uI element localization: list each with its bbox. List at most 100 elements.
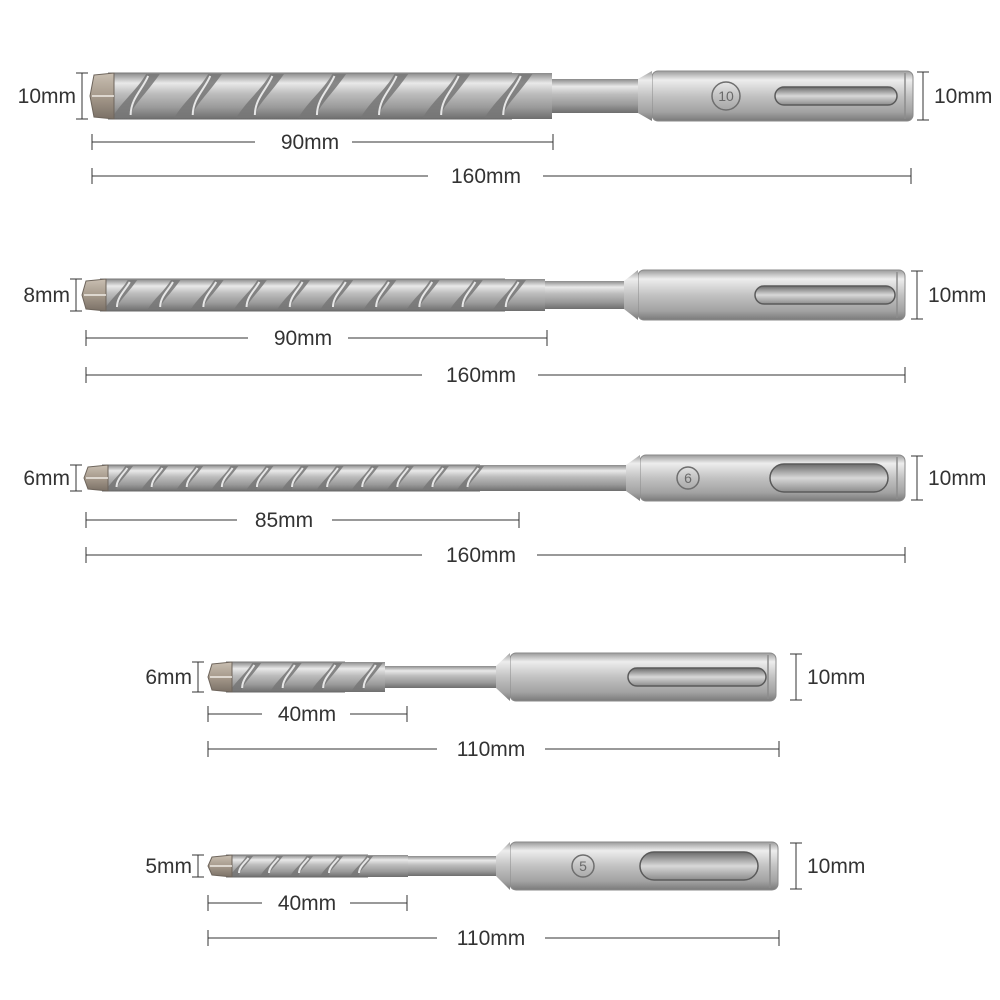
total-length-dimension-label: 110mm bbox=[457, 927, 525, 950]
flute-length-dimension: 85mm bbox=[85, 509, 520, 532]
shank-diameter-dimension-label: 10mm bbox=[928, 284, 986, 307]
flute-spirals bbox=[230, 663, 383, 691]
dimensions-bit-1: 10mm 10mm 90mm 160mm bbox=[18, 71, 992, 188]
flute-highlight bbox=[358, 857, 370, 874]
shank-marking-ring bbox=[711, 81, 741, 111]
flute-highlight bbox=[461, 281, 477, 308]
total-length-dimension-label: 160mm bbox=[446, 544, 516, 567]
shank-marking-text: 10 bbox=[718, 88, 734, 104]
tip-diameter-dimension: 5mm bbox=[145, 854, 204, 878]
total-length-dimension: 110mm bbox=[207, 927, 780, 950]
flute-highlight bbox=[129, 75, 150, 116]
flute-highlight bbox=[291, 467, 304, 488]
flute-length-dimension: 40mm bbox=[207, 892, 408, 915]
shank-diameter-dimension: 10mm bbox=[917, 71, 992, 121]
flute-spirals bbox=[104, 280, 527, 310]
flute-runout bbox=[368, 855, 408, 877]
total-length-dimension: 160mm bbox=[85, 364, 906, 387]
flute-highlight bbox=[241, 664, 256, 689]
dimension-annotations: 10mm 10mm 90mm 160mm 8mm 10mm 90mm 160mm 6mm 10mm… bbox=[18, 71, 992, 950]
shank-slot bbox=[754, 285, 896, 305]
shank-slot bbox=[627, 667, 767, 687]
flute-highlight bbox=[502, 75, 522, 116]
tip-diameter-dimension-label: 10mm bbox=[18, 85, 76, 108]
flute-highlight bbox=[185, 467, 199, 488]
shank-diameter-dimension: 10mm bbox=[790, 842, 865, 890]
flute-highlight bbox=[268, 857, 280, 874]
flute-highlight bbox=[362, 664, 377, 689]
flute-length-dimension: 90mm bbox=[85, 327, 548, 350]
flute-highlight bbox=[191, 75, 212, 116]
bit-neck bbox=[388, 856, 496, 876]
flute-highlight bbox=[255, 467, 269, 488]
flute-highlight bbox=[298, 857, 310, 874]
flute-highlight bbox=[253, 75, 274, 116]
flute-highlight bbox=[322, 664, 337, 689]
shank-diameter-dimension: 10mm bbox=[911, 270, 986, 320]
total-length-dimension: 160mm bbox=[85, 544, 906, 567]
flute-highlight bbox=[504, 281, 520, 308]
shank-taper bbox=[626, 455, 640, 501]
drill-bits: 10 6 5 bbox=[81, 70, 914, 891]
flute-length-dimension-label: 90mm bbox=[281, 131, 339, 154]
flute-highlight bbox=[418, 281, 434, 308]
flute-highlight bbox=[361, 467, 374, 488]
flute-body bbox=[226, 855, 408, 877]
shank-taper bbox=[638, 71, 652, 121]
shank-taper bbox=[496, 653, 510, 701]
flute-highlight bbox=[396, 467, 409, 488]
tip-diameter-dimension-label: 6mm bbox=[23, 467, 70, 490]
drill-bit-4 bbox=[207, 652, 777, 702]
flute-highlight bbox=[375, 281, 390, 308]
flute-highlight bbox=[440, 75, 460, 116]
total-length-dimension-label: 110mm bbox=[457, 738, 525, 761]
flute-highlight bbox=[220, 467, 234, 488]
flute-length-dimension: 40mm bbox=[207, 703, 408, 726]
shank-diameter-dimension-label: 10mm bbox=[807, 855, 865, 878]
shank-diameter-dimension: 10mm bbox=[911, 455, 986, 501]
tip-diameter-dimension-label: 5mm bbox=[145, 855, 192, 878]
drill-bit-5: 5 bbox=[207, 841, 779, 891]
flute-highlight bbox=[281, 664, 296, 689]
dimensions-bit-5: 5mm 10mm 40mm 110mm bbox=[145, 842, 865, 950]
flute-highlight bbox=[315, 75, 336, 116]
shank-slot bbox=[639, 851, 759, 881]
tip-diameter-dimension-label: 8mm bbox=[23, 284, 70, 307]
dimensions-bit-2: 8mm 10mm 90mm 160mm bbox=[23, 270, 986, 387]
flute-length-dimension-label: 85mm bbox=[255, 509, 313, 532]
total-length-dimension: 160mm bbox=[91, 165, 912, 188]
flute-length-dimension: 90mm bbox=[91, 131, 554, 154]
flute-spirals bbox=[106, 466, 485, 490]
shank-slot bbox=[774, 86, 898, 106]
shank-marking-ring bbox=[571, 854, 595, 878]
shank-diameter-dimension: 10mm bbox=[790, 653, 865, 701]
drill-bit-3: 6 bbox=[83, 454, 906, 502]
flute-spirals bbox=[230, 856, 374, 876]
flute-highlight bbox=[326, 467, 339, 488]
flute-highlight bbox=[115, 467, 129, 488]
flute-highlight bbox=[150, 467, 164, 488]
shank-slot bbox=[769, 463, 889, 493]
flute-highlight bbox=[431, 467, 445, 488]
flute-highlight bbox=[115, 281, 131, 308]
flute-highlight bbox=[245, 281, 261, 308]
total-length-dimension: 110mm bbox=[207, 738, 780, 761]
drill-bit-1: 10 bbox=[89, 70, 914, 122]
bit-neck bbox=[500, 465, 626, 491]
shank-taper bbox=[624, 270, 638, 320]
shank-marking-text: 6 bbox=[684, 470, 692, 486]
shank-marking-text: 5 bbox=[579, 858, 587, 874]
flute-highlight bbox=[466, 467, 480, 488]
total-length-dimension-label: 160mm bbox=[451, 165, 521, 188]
flute-length-dimension-label: 90mm bbox=[274, 327, 332, 350]
flute-highlight bbox=[328, 857, 340, 874]
flute-spirals bbox=[112, 74, 533, 118]
flute-length-dimension-label: 40mm bbox=[278, 703, 336, 726]
tip-diameter-dimension: 10mm bbox=[18, 72, 88, 120]
flute-highlight bbox=[288, 281, 304, 308]
total-length-dimension-label: 160mm bbox=[446, 364, 516, 387]
flute-highlight bbox=[202, 281, 218, 308]
tip-diameter-dimension: 8mm bbox=[23, 278, 82, 312]
